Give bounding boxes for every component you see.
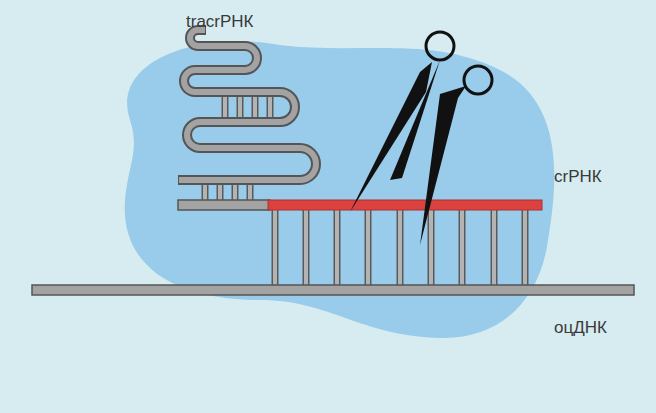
part-label: оцДНК bbox=[554, 318, 607, 338]
part-label: crРНК bbox=[554, 167, 602, 187]
cr-rna-strand bbox=[178, 200, 542, 210]
part-label: tracrРНК bbox=[186, 12, 254, 32]
tracr-rna-strand bbox=[178, 30, 316, 180]
ss-dna-strand bbox=[32, 285, 634, 295]
scissors-symbol bbox=[350, 32, 492, 245]
